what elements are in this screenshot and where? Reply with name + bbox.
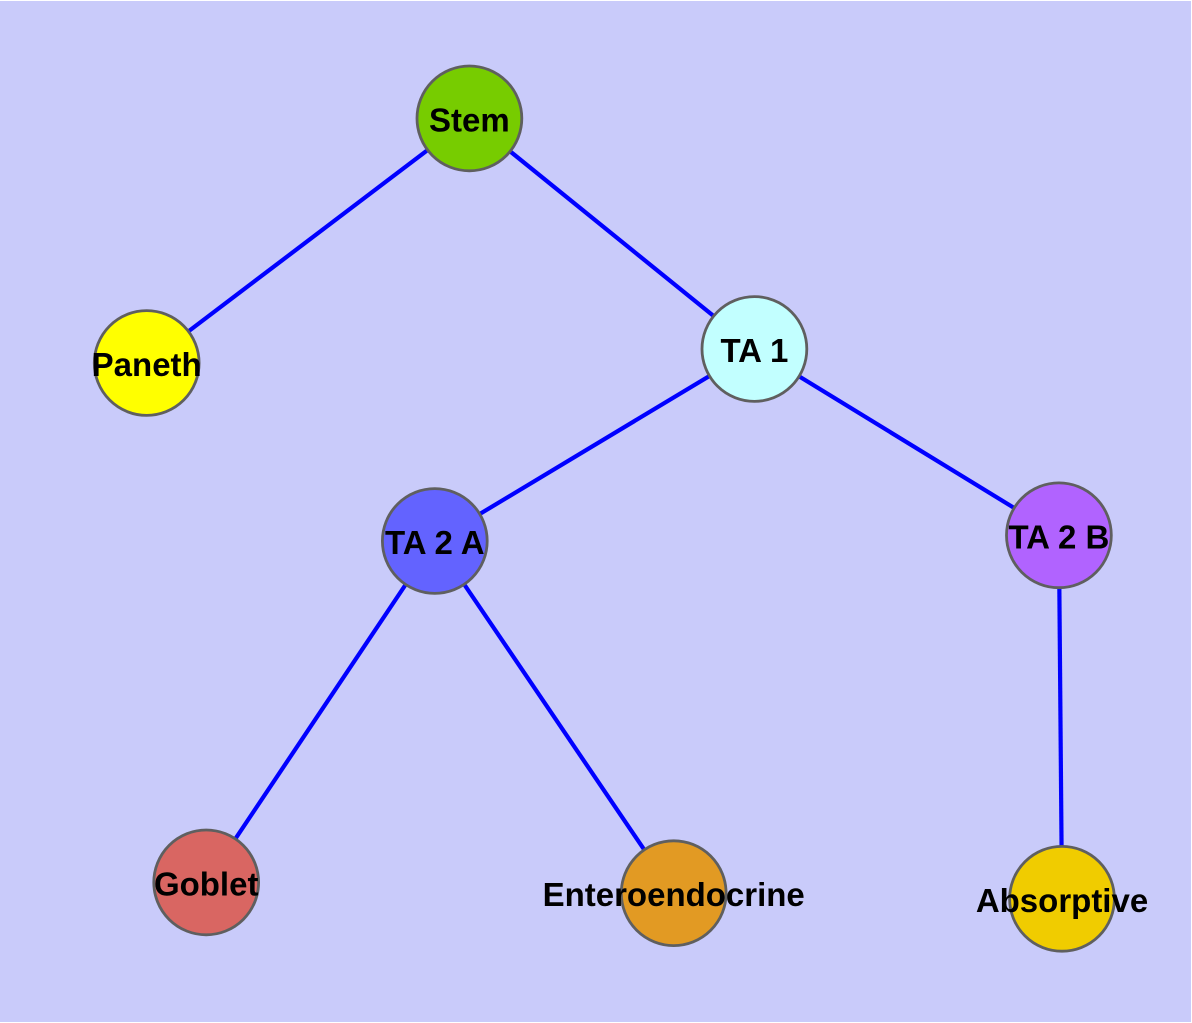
svg-text:Enteroendocrine: Enteroendocrine	[543, 876, 805, 913]
svg-text:Stem: Stem	[429, 101, 510, 138]
svg-text:Absorptive: Absorptive	[976, 882, 1148, 919]
svg-text:Goblet: Goblet	[154, 865, 259, 902]
svg-text:TA 2 A: TA 2 A	[385, 524, 485, 561]
svg-text:TA 2 B: TA 2 B	[1008, 518, 1109, 555]
svg-text:TA 1: TA 1	[720, 332, 788, 369]
svg-text:Paneth: Paneth	[92, 346, 202, 383]
